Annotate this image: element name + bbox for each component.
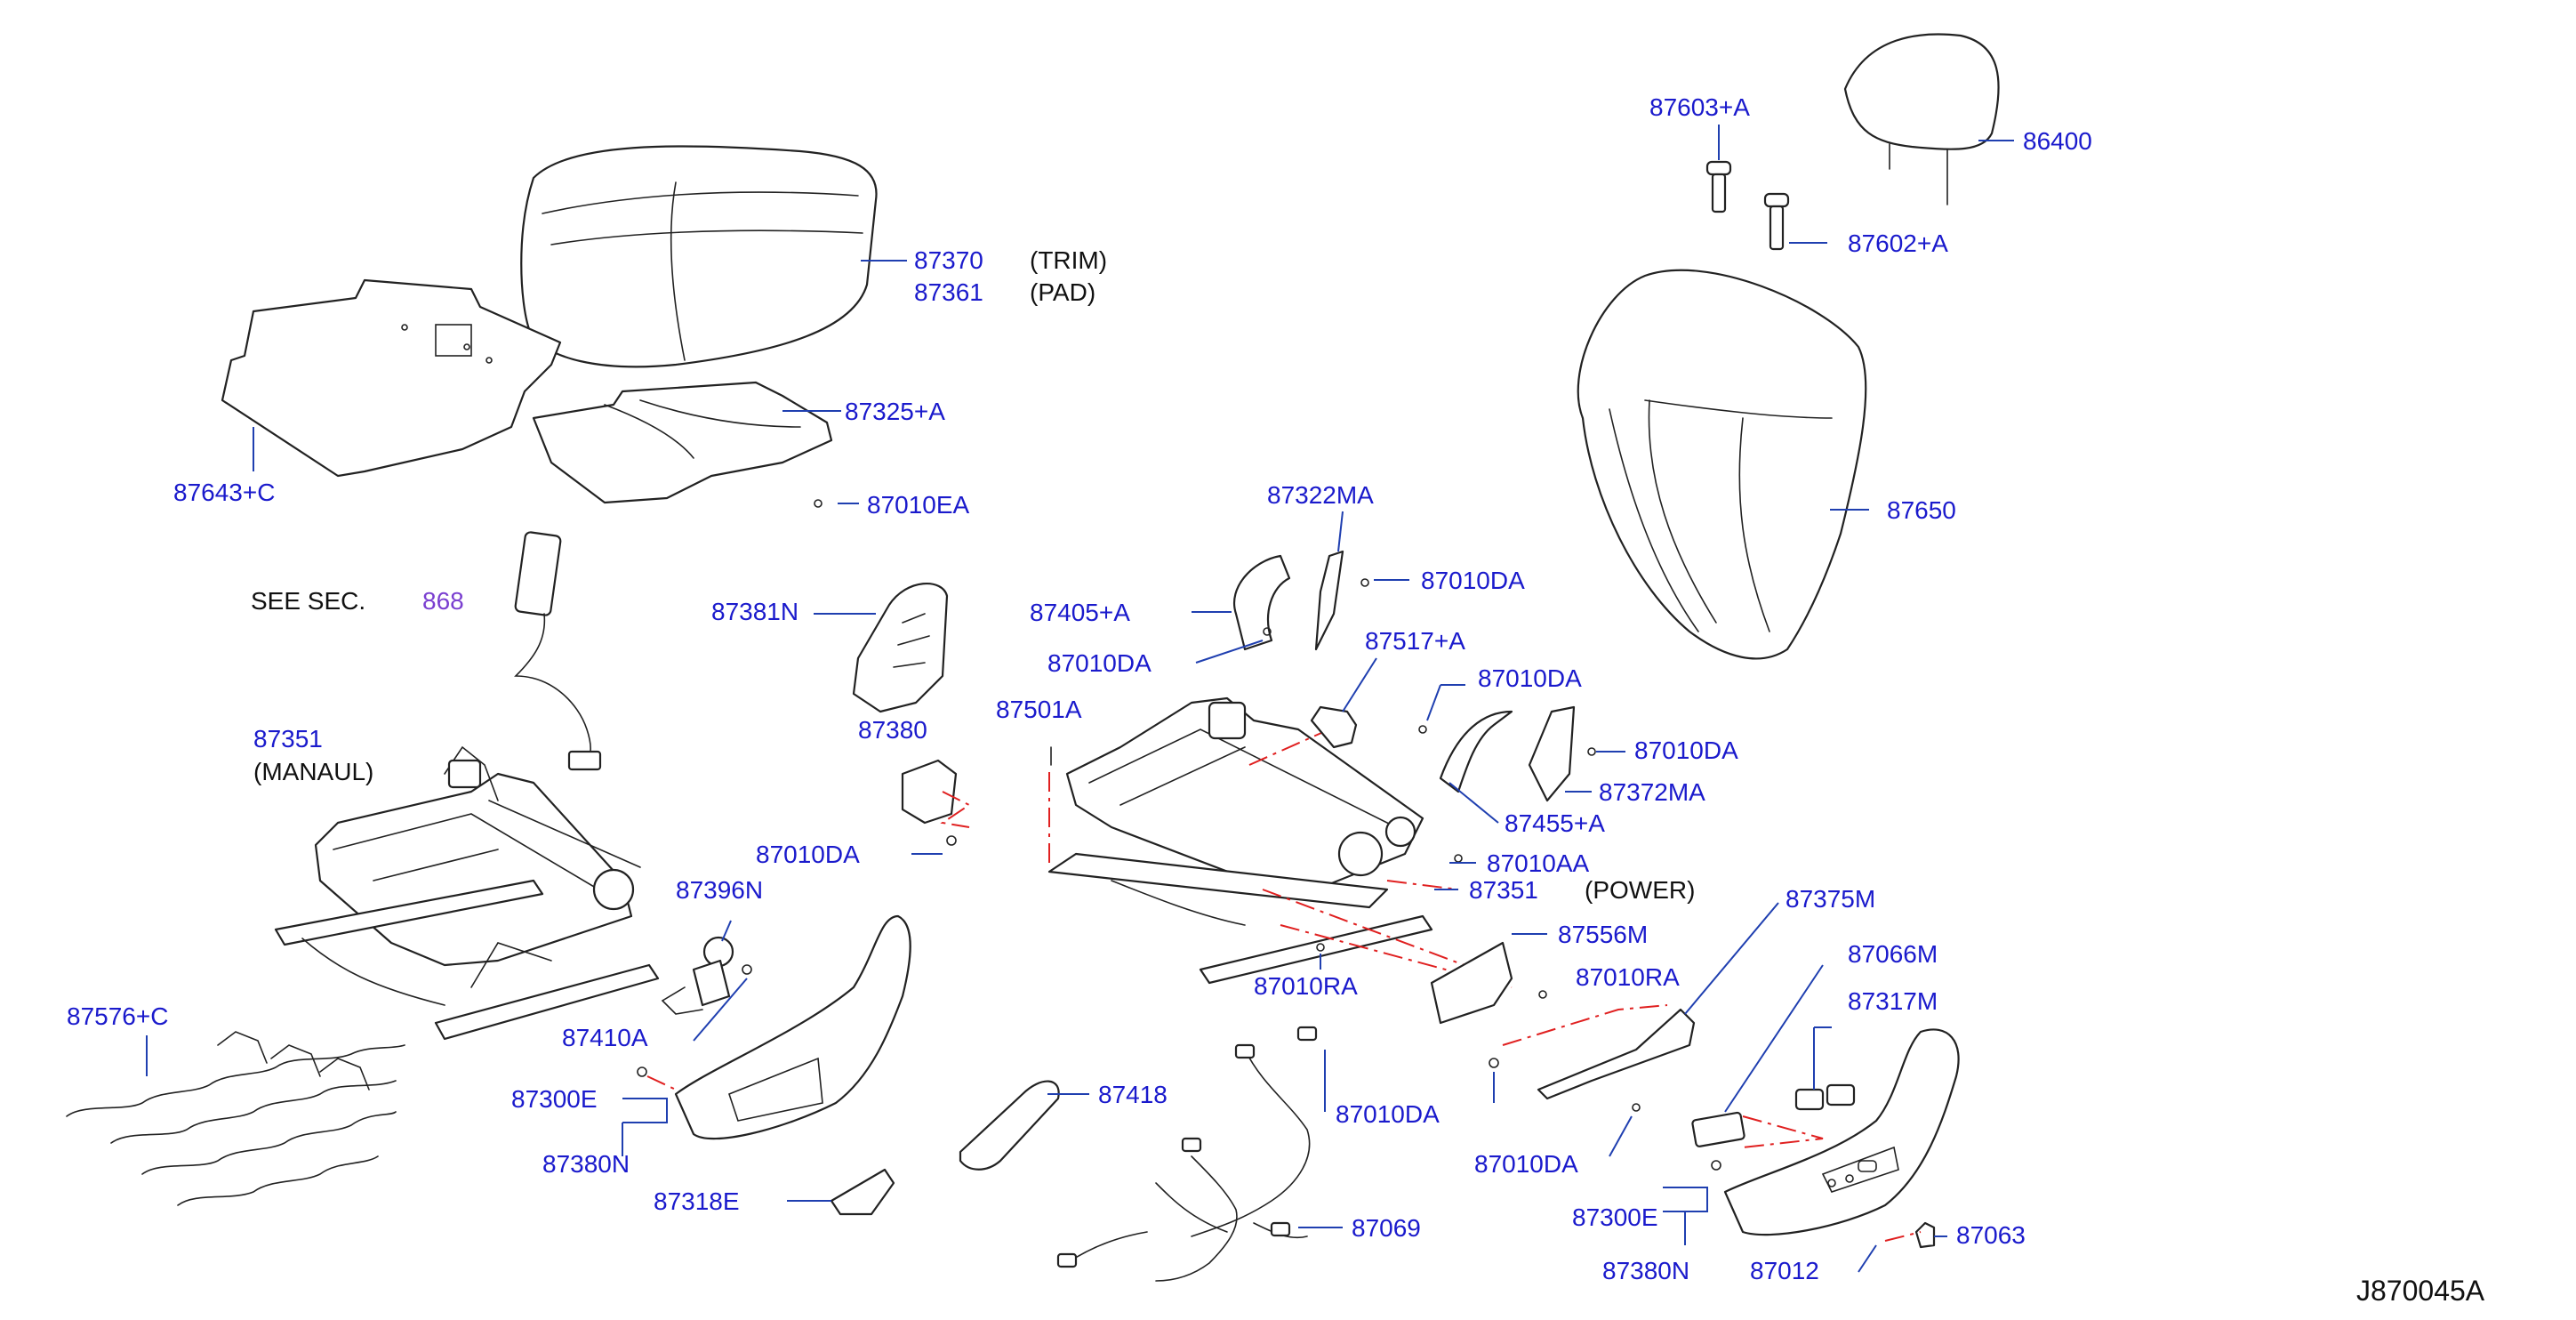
label-87576C: 87576+C xyxy=(67,1002,168,1030)
label-87455A: 87455+A xyxy=(1505,809,1605,837)
label-87380N-b: 87380N xyxy=(1602,1257,1689,1284)
bracket-87556M xyxy=(1430,941,1513,1025)
knob-87063 xyxy=(1914,1221,1936,1249)
recliner-lever-87396N xyxy=(661,936,734,1015)
label-87322MA: 87322MA xyxy=(1267,481,1374,509)
cover-87318E xyxy=(830,1168,895,1216)
label-87643C: 87643+C xyxy=(173,479,275,506)
label-87010DA-f: 87010DA xyxy=(1336,1100,1440,1128)
seat-heater-sheet xyxy=(221,278,562,478)
rail-trim-87375M xyxy=(1537,1008,1696,1100)
clip-87010EA-icon xyxy=(814,499,823,508)
bracket-87380 xyxy=(901,759,958,825)
rail-cover-87405A xyxy=(1233,554,1291,651)
label-87396N: 87396N xyxy=(676,876,763,904)
label-87650: 87650 xyxy=(1887,496,1956,524)
label-87602A: 87602+A xyxy=(1848,229,1948,257)
label-trim: (TRIM) xyxy=(1030,246,1107,274)
cover-87322MA xyxy=(1314,550,1344,651)
label-87380N-a: 87380N xyxy=(542,1150,630,1178)
label-87300E-a: 87300E xyxy=(511,1085,598,1113)
cover-87418 xyxy=(959,1080,1060,1171)
side-shield-manual xyxy=(674,914,911,1140)
label-87010DA-e: 87010DA xyxy=(1634,736,1738,764)
wiring-harness-87069 xyxy=(1056,1026,1318,1282)
label-87370: 87370 xyxy=(914,246,983,274)
label-87010DA-g: 87010DA xyxy=(1474,1150,1578,1178)
label-87418: 87418 xyxy=(1098,1081,1168,1108)
switch-87317M xyxy=(1794,1083,1856,1111)
diagram-code: J870045A xyxy=(2356,1275,2485,1307)
label-87066M: 87066M xyxy=(1848,940,1938,968)
label-87410A: 87410A xyxy=(562,1024,648,1051)
seat-belt-buckle xyxy=(514,531,602,771)
label-87325A: 87325+A xyxy=(845,398,945,425)
seat-back-87650 xyxy=(1577,269,1867,660)
label-87501A: 87501A xyxy=(996,696,1082,723)
label-87069: 87069 xyxy=(1352,1214,1421,1242)
label-manual: (MANAUL) xyxy=(253,758,373,785)
label-87010DA-a: 87010DA xyxy=(756,841,860,868)
power-seat-frame xyxy=(1047,696,1433,985)
label-87603A: 87603+A xyxy=(1649,93,1750,121)
label-87351-manual: 87351 xyxy=(253,725,323,753)
label-87318E: 87318E xyxy=(654,1187,740,1215)
cover-87372MA xyxy=(1528,705,1576,802)
label-87317M: 87317M xyxy=(1848,987,1938,1015)
label-87556M: 87556M xyxy=(1558,921,1648,948)
label-87351-power: 87351 xyxy=(1469,876,1538,904)
label-87010EA: 87010EA xyxy=(867,491,970,519)
manual-seat-frame xyxy=(274,745,660,1041)
link-sec-868[interactable]: 868 xyxy=(422,587,464,615)
side-shield-inner xyxy=(852,583,949,713)
label-power: (POWER) xyxy=(1585,876,1695,904)
label-87375M: 87375M xyxy=(1786,885,1875,913)
label-87361: 87361 xyxy=(914,278,983,306)
label-87010DA-d: 87010DA xyxy=(1478,664,1582,692)
cover-87455A xyxy=(1439,710,1513,793)
label-87381N: 87381N xyxy=(711,598,798,625)
label-87012: 87012 xyxy=(1750,1257,1819,1284)
headrest-86400 xyxy=(1843,33,2000,205)
label-see-sec: SEE SEC. xyxy=(251,587,365,615)
label-87380: 87380 xyxy=(858,716,927,744)
label-87010AA: 87010AA xyxy=(1487,849,1590,877)
label-87010DA-b: 87010DA xyxy=(1421,567,1525,594)
switch-87066M xyxy=(1691,1111,1745,1147)
seat-cushion-trim xyxy=(520,145,878,368)
side-shield-power xyxy=(1723,1028,1960,1236)
headrest-guide-87602A xyxy=(1763,192,1790,251)
label-87010RA-a: 87010RA xyxy=(1576,963,1680,991)
label-87063: 87063 xyxy=(1956,1221,2026,1249)
seat-heater-pad xyxy=(532,381,833,504)
label-87372MA: 87372MA xyxy=(1599,778,1705,806)
label-87010DA-c: 87010DA xyxy=(1047,649,1152,677)
seat-spring-mat xyxy=(66,1031,405,1206)
label-86400: 86400 xyxy=(2023,127,2092,155)
label-87405A: 87405+A xyxy=(1030,599,1130,626)
label-87517A: 87517+A xyxy=(1365,627,1465,655)
bracket-87517A xyxy=(1310,705,1358,749)
label-pad: (PAD) xyxy=(1030,278,1095,306)
label-87010RA-b: 87010RA xyxy=(1254,972,1358,1000)
headrest-guide-87603A xyxy=(1705,160,1732,213)
label-87300E-b: 87300E xyxy=(1572,1203,1658,1231)
